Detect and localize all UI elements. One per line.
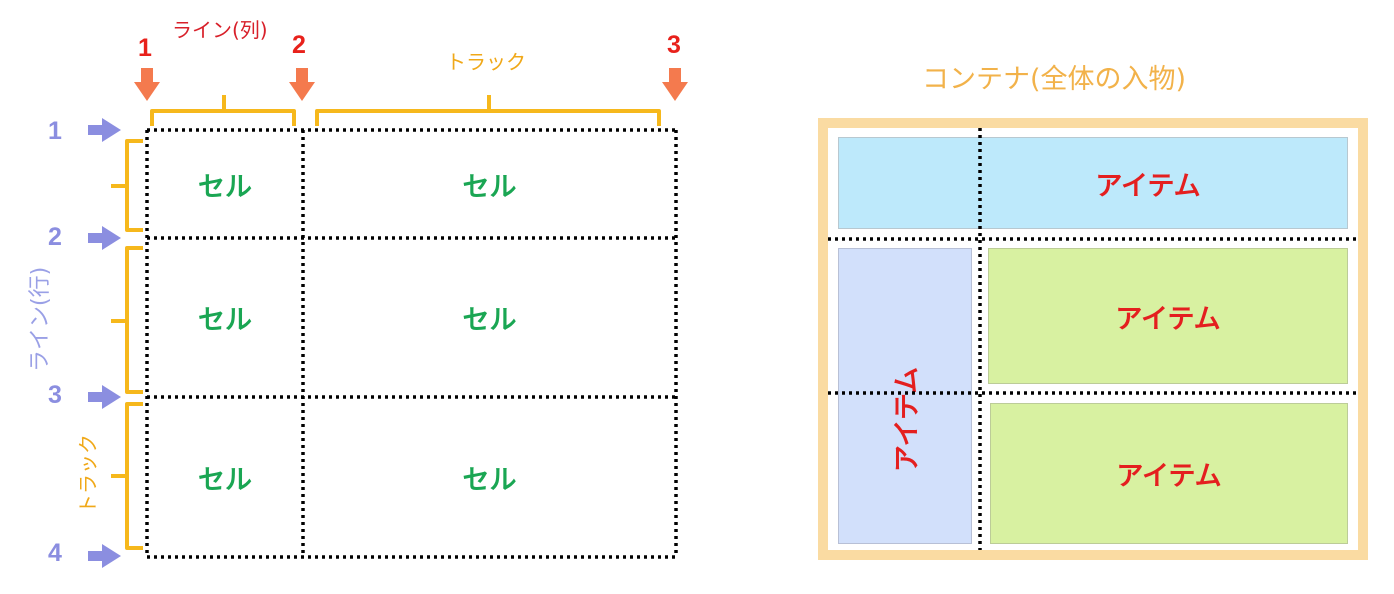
item-label: アイテム xyxy=(1116,461,1222,492)
column-track-bracket-2 xyxy=(315,95,661,126)
row-track-label: トラック xyxy=(76,434,100,514)
grid-cell: セル xyxy=(303,397,676,557)
row-arrow-4-icon xyxy=(88,544,121,568)
column-line-label: ライン(列) xyxy=(172,18,268,42)
column-line-number-2: 2 xyxy=(292,31,306,59)
row-line-number-1: 1 xyxy=(48,117,62,145)
cell-label: セル xyxy=(462,305,517,336)
column-arrow-3-icon xyxy=(662,68,688,101)
row-line-number-2: 2 xyxy=(48,223,62,251)
grid-cell: セル xyxy=(147,397,303,557)
grid-cell: セル xyxy=(147,130,303,238)
grid-item-sidebar: アイテム xyxy=(838,248,972,544)
row-track-bracket-1 xyxy=(111,139,143,232)
container-title: コンテナ(全体の入物) xyxy=(922,64,1187,95)
grid-item-header: アイテム xyxy=(838,137,1348,229)
row-track-bracket-3 xyxy=(111,402,143,550)
column-line-number-1: 1 xyxy=(138,34,152,62)
column-track-label: トラック xyxy=(446,50,526,74)
column-arrow-2-icon xyxy=(289,68,315,101)
column-brackets xyxy=(150,95,661,126)
item-label: アイテム xyxy=(1095,170,1201,202)
cell-label: セル xyxy=(198,305,252,336)
row-arrow-2-icon xyxy=(88,226,121,250)
row-line-number-3: 3 xyxy=(48,381,62,409)
row-arrow-3-icon xyxy=(88,385,121,409)
grid-cell: セル xyxy=(303,238,676,397)
row-line-number-4: 4 xyxy=(48,539,62,567)
column-arrow-1-icon xyxy=(134,68,160,101)
grid-item-footer: アイテム xyxy=(990,403,1348,544)
grid-item-main: アイテム xyxy=(988,248,1348,384)
row-brackets xyxy=(111,139,143,550)
cell-label: セル xyxy=(462,171,517,203)
grid-lines xyxy=(145,128,678,559)
cell-label: セル xyxy=(198,171,252,203)
row-arrows xyxy=(88,118,121,568)
grid-cell: セル xyxy=(147,238,303,397)
grid-cell: セル xyxy=(303,130,676,238)
item-label: アイテム xyxy=(892,366,924,472)
column-line-number-3: 3 xyxy=(667,31,681,59)
item-label: アイテム xyxy=(1115,303,1221,335)
row-arrow-1-icon xyxy=(88,118,121,142)
cell-label: セル xyxy=(198,464,252,496)
row-line-label: ライン(行) xyxy=(28,266,53,372)
column-arrows xyxy=(134,68,688,101)
column-track-bracket-1 xyxy=(150,95,296,126)
cell-label: セル xyxy=(462,464,517,496)
row-track-bracket-2 xyxy=(111,246,143,394)
